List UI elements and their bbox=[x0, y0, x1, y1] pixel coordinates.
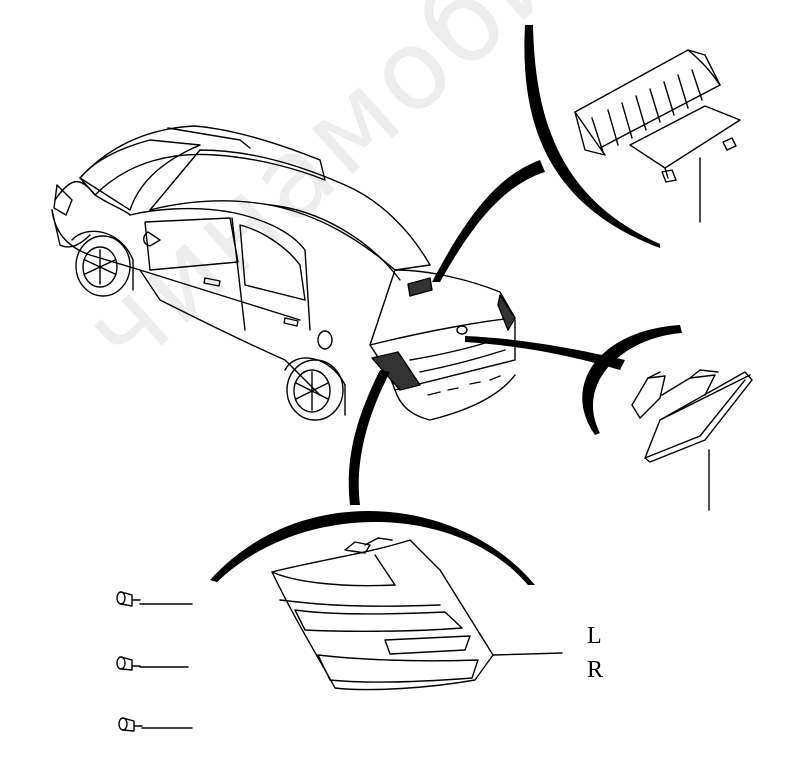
screw-3 bbox=[118, 717, 193, 732]
screw-1 bbox=[116, 591, 193, 607]
license-plate-lamp bbox=[631, 369, 753, 511]
car-illustration bbox=[51, 125, 516, 421]
label-right: R bbox=[587, 657, 604, 683]
label-left: L bbox=[587, 623, 602, 649]
callout-arcs bbox=[210, 25, 682, 585]
high-mount-stop-lamp bbox=[574, 49, 741, 223]
screw-2 bbox=[116, 656, 189, 671]
rear-combination-lamp bbox=[271, 537, 563, 691]
